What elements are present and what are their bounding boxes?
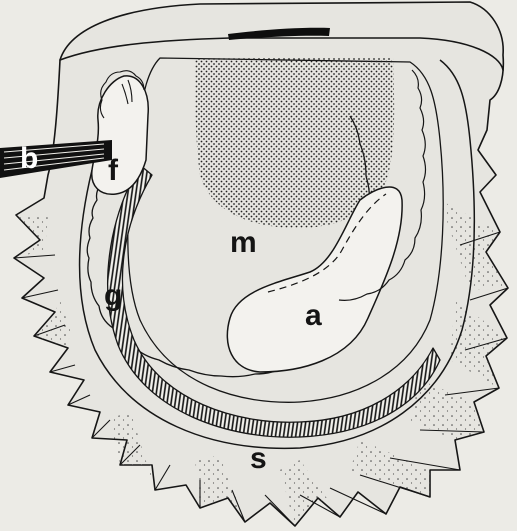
label-g-gill: g bbox=[104, 279, 122, 312]
label-a-adductor: a bbox=[305, 299, 322, 332]
label-s-shell: s bbox=[250, 442, 267, 475]
label-m-mantle: m bbox=[230, 226, 257, 259]
label-b-byssus: b bbox=[20, 142, 38, 175]
label-f-foot: f bbox=[108, 154, 119, 187]
